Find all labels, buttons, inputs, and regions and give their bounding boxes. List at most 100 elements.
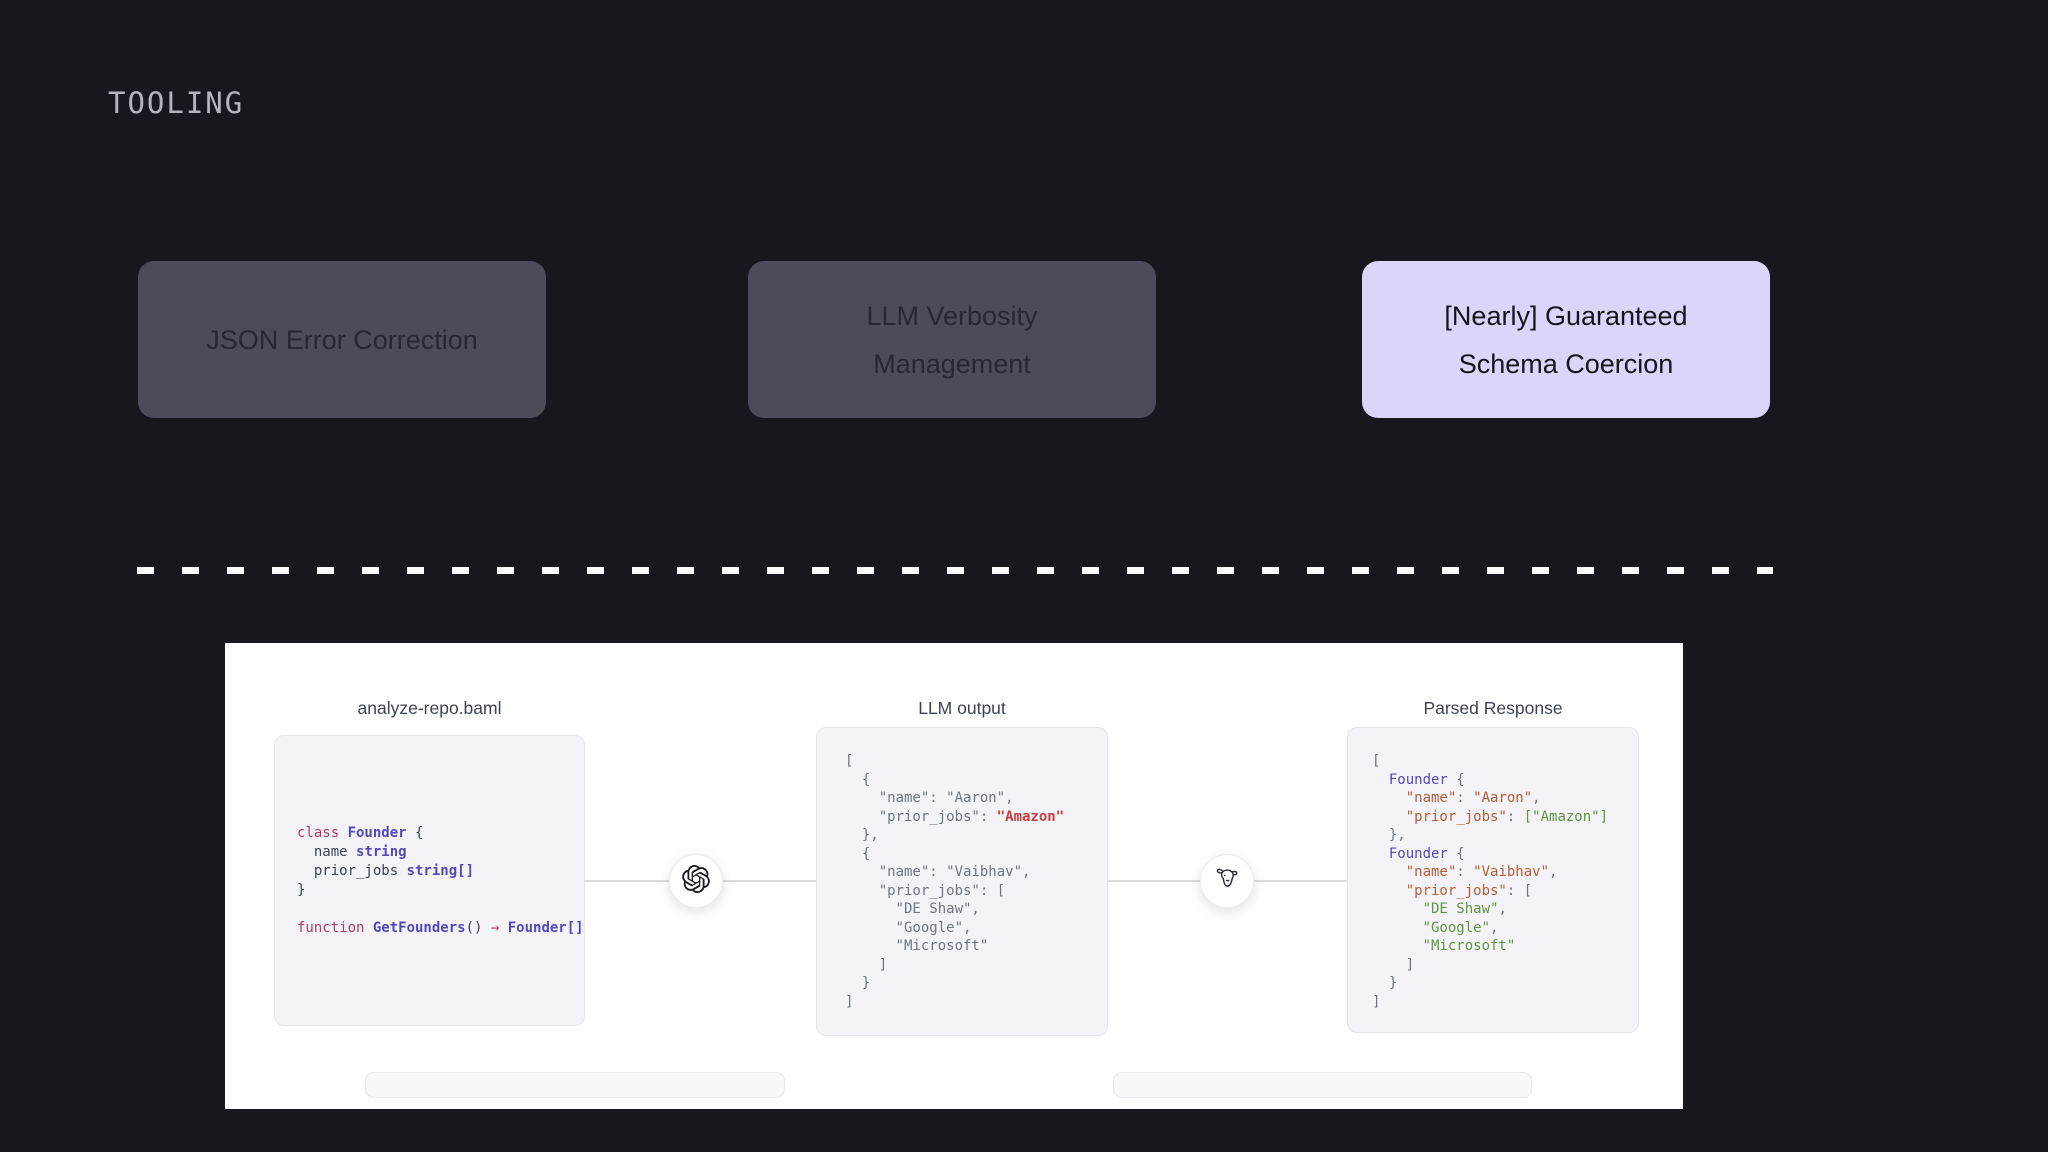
code-token [1372,809,1406,825]
baml-parser-node [1200,854,1254,908]
card-llm-verbosity-management[interactable]: LLM Verbosity Management [748,261,1156,418]
code-line [297,900,584,919]
code-token: [ [1372,753,1381,769]
section-label: TOOLING [108,86,245,120]
code-line: ] [845,993,1107,1012]
column-title-llm-output: LLM output [918,698,1006,718]
code-token: "Google" [1422,919,1491,936]
code-line: }, [1372,826,1638,845]
code-token: { [845,845,871,862]
code-line: "DE Shaw", [845,900,1107,919]
code-token: : [1456,864,1474,880]
code-line: "DE Shaw", [1372,900,1638,919]
code-token: "Vaibhav" [1473,864,1550,880]
code-token: Founder [1388,771,1448,788]
code-token [1372,938,1423,954]
code-token: { [406,824,424,841]
card-json-error-correction[interactable]: JSON Error Correction [138,261,546,418]
baml-lamb-icon [1212,864,1242,899]
bottom-pill-left [365,1072,785,1098]
code-token: : [1506,808,1524,825]
code-line: { [845,845,1107,864]
code-token: ] [845,993,854,1010]
code-line: class Founder { [297,824,584,843]
code-token: "prior_jobs": [ [845,882,1006,899]
llm-output-codebox: [ { "name": "Aaron", "prior_jobs": "Amaz… [816,727,1108,1036]
dashed-divider [137,567,1773,574]
code-line: "Microsoft" [1372,937,1638,956]
code-line: "name": "Aaron", [1372,789,1638,808]
code-token: → [482,919,508,936]
code-token: , [1498,901,1507,917]
code-line: name string [297,843,584,862]
code-token: { [1447,771,1465,788]
column-title-parsed-response: Parsed Response [1423,698,1563,718]
code-token: ] [1372,993,1381,1010]
code-token [1372,790,1406,806]
code-token [1372,901,1423,917]
code-token: ] [845,956,888,973]
code-token: () [465,919,483,936]
code-token: string[] [406,862,475,879]
code-line: { [845,771,1107,790]
code-line: ] [1372,956,1638,975]
code-token: { [845,771,871,788]
code-token: { [1447,845,1465,862]
code-token: GetFounders [372,919,466,936]
code-line: "Google", [1372,919,1638,938]
llm-node [669,854,723,908]
card-guaranteed-schema-coercion[interactable]: [Nearly] Guaranteed Schema Coercion [1362,261,1770,418]
code-token: "prior_jobs" [1405,808,1507,825]
code-line: }, [845,826,1107,845]
code-token: , [1532,790,1541,806]
code-line: "prior_jobs": [ [845,882,1107,901]
code-line: prior_jobs string[] [297,862,584,881]
code-token: string [356,843,407,860]
code-token: "Amazon" [996,808,1065,825]
parsed-response-codebox: [ Founder { "name": "Aaron", "prior_jobs… [1347,727,1639,1033]
column-title-baml-file: analyze-repo.baml [357,698,502,718]
code-token: "name" [1405,864,1457,880]
code-token: Founder [1388,845,1448,862]
code-token: Founder [347,824,407,841]
code-token [1372,864,1406,880]
code-line: [ [1372,752,1638,771]
code-line: Founder { [1372,845,1638,864]
code-token: name [297,843,357,860]
code-line: "prior_jobs": [ [1372,882,1638,901]
code-line: } [845,974,1107,993]
code-token: prior_jobs [297,862,407,879]
code-token: ] [1372,956,1415,973]
code-token: "name": "Vaibhav", [845,864,1031,880]
code-token: "Microsoft" [845,938,989,954]
code-token: class [297,824,348,841]
bottom-pill-right [1113,1072,1532,1098]
code-token: "DE Shaw" [1422,901,1499,917]
code-line: "name": "Aaron", [845,789,1107,808]
code-line: ] [1372,993,1638,1012]
code-line: "name": "Vaibhav", [1372,863,1638,882]
code-line: "Microsoft" [845,937,1107,956]
code-token: } [297,881,306,898]
code-token: } [845,975,871,991]
code-token: }, [845,827,879,843]
code-token: "prior_jobs" [1405,882,1507,899]
code-line: ] [845,956,1107,975]
code-token: }, [1372,827,1406,843]
code-line: } [297,881,584,900]
code-token: ["Amazon"] [1523,808,1609,825]
code-token: "name": "Aaron", [845,790,1014,806]
code-token: "Google", [845,919,972,936]
code-token [1372,920,1423,936]
code-token: , [1549,864,1558,880]
code-token [1372,846,1389,862]
code-token: "name" [1405,790,1457,806]
baml-schema-codebox: class Founder { name string prior_jobs s… [274,735,585,1026]
code-line: "Google", [845,919,1107,938]
code-token: [ [845,753,854,769]
code-token [1372,883,1406,899]
code-token: : [ [1506,882,1533,899]
code-token: function [297,919,373,936]
pipeline-diagram-panel: analyze-repo.baml LLM output Parsed Resp… [225,643,1683,1109]
code-line: function GetFounders() → Founder[] [297,919,584,938]
